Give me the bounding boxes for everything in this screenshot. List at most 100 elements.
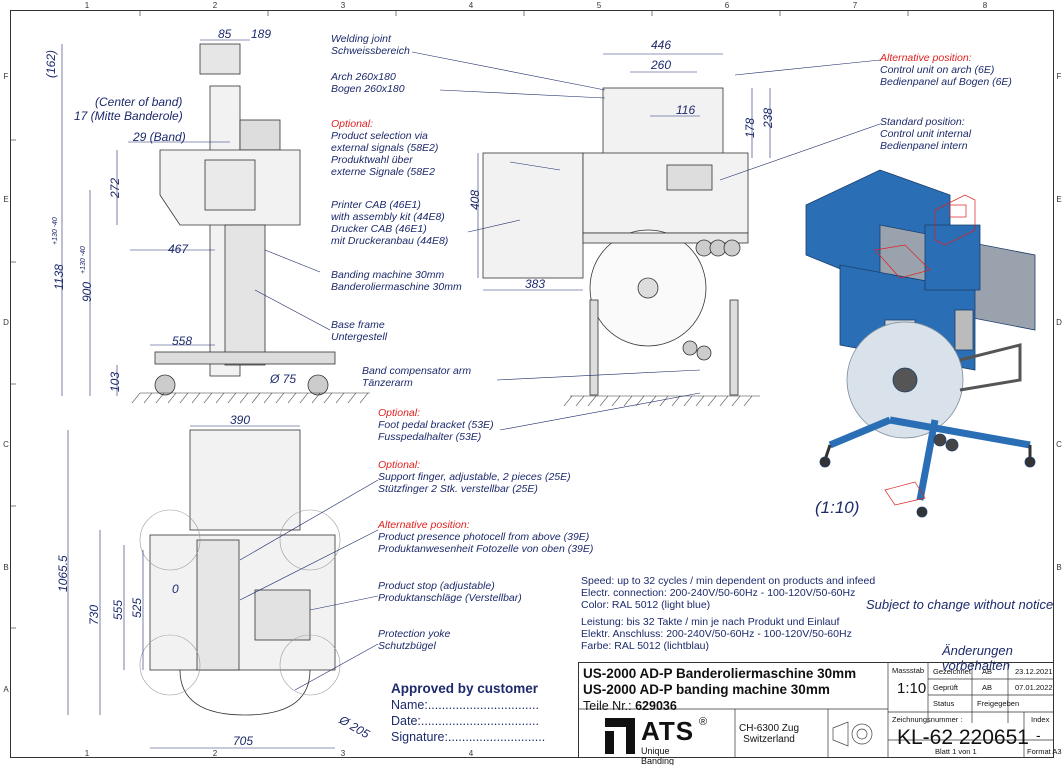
zone-col-1-bottom: 1 [84,749,90,758]
zone-row-A: A [3,685,9,694]
zone-col-5: 5 [596,1,602,10]
label-status: Status [933,699,955,708]
zone-row-B: B [3,563,9,572]
zone-row-C: C [3,440,9,449]
zone-row-D-right: D [1056,318,1062,327]
ats-logo-mark [605,718,635,754]
note-alt-control: Alternative position: Control unit on ar… [880,52,1012,88]
dim-178: 178 [743,117,757,138]
zone-col-2: 2 [212,1,218,10]
note-support-finger: Optional: Support finger, adjustable, 2 … [378,459,571,495]
label-gezeichnet: Gezeichnet [933,667,971,676]
dim-730: 730 [87,604,101,625]
isometric-machine-render [805,169,1036,518]
dim-525: 525 [130,597,144,618]
zone-row-C-right: C [1056,440,1062,449]
spec-english: Speed: up to 32 cycles / min dependent o… [581,575,876,611]
dim-103: 103 [108,371,122,392]
dim-116: 116 [676,103,696,117]
zone-row-E-right: E [1056,195,1062,204]
note-foot-pedal: Optional: Foot pedal bracket (53E)Fusspe… [378,407,494,443]
dim-1138: 1138 [52,264,66,290]
dim-0: 0 [172,582,179,596]
zone-col-1: 1 [84,1,90,10]
title-english: US-2000 AD-P banding machine 30mm [583,682,830,697]
paper-format: Format A3 [1027,747,1062,756]
checked-by: AB [982,683,993,692]
ats-logo-registered: ® [699,716,708,728]
zone-col-7: 7 [852,1,858,10]
dim-1138-tolerance: +130 -40 [52,217,59,245]
approval-name-field: Name:................................ [391,698,539,712]
approval-date-field: Date:.................................. [391,714,539,728]
zone-col-4-bottom: 4 [468,749,474,758]
zone-col-6: 6 [724,1,730,10]
status-value: Freigegeben [977,699,1020,708]
zone-col-4: 4 [468,1,474,10]
zone-row-F: F [3,72,9,81]
sheet-count: Blatt 1 von 1 [935,747,977,756]
title-block: US-2000 AD-P Banderoliermaschine 30mm US… [578,662,1062,765]
approval-block: Approved by customer Name:..............… [391,681,581,745]
label-massstab: Massstab [892,666,925,675]
center-band-de: 17 (Mitte Banderole) [74,109,183,123]
dim-555: 555 [111,599,125,620]
zone-row-E: E [3,195,9,204]
dim-272: 272 [108,177,122,198]
part-number: 629036 [635,699,677,713]
label-geprueft: Geprüft [933,683,959,692]
dim-75: Ø 75 [270,372,297,386]
zone-row-B-right: B [1056,563,1062,572]
note-standard-position: Standard position:Control unit internal … [880,116,972,152]
dim-383: 383 [525,277,546,291]
scale-value: 1:10 [897,680,927,697]
dim-900: 900 [80,281,94,302]
dim-408: 408 [468,189,482,210]
label-zeichnungsnummer: Zeichnungsnummer : [892,715,963,724]
drawn-date: 23.12.2021 [1015,667,1053,676]
dim-85: 85 [218,27,232,41]
dim-162: (162) [44,49,58,78]
dim-467: 467 [168,242,189,256]
ats-logo: ATS ® Unique Banding [603,716,707,765]
dim-705: 705 [233,734,254,748]
view-scale-note: (1:10) [815,498,860,517]
title-main: US-2000 AD-P Banderoliermaschine 30mm US… [583,666,856,714]
zone-col-8: 8 [982,1,988,10]
approval-signature-field: Signature:............................ [391,730,546,744]
dim-1065-5: 1065.5 [56,555,70,592]
zone-row-D: D [3,318,9,327]
drawn-by: AB [982,667,993,676]
dim-189: 189 [251,27,272,41]
dim-238: 238 [761,107,775,128]
part-number-line: Teile Nr.: 629036 [583,699,677,713]
dim-558: 558 [172,334,193,348]
note-printer: Printer CAB (46E1)with assembly kit (44E… [331,199,449,247]
note-photocell: Alternative position: Product presence p… [378,519,594,555]
zone-col-2-bottom: 2 [212,749,218,758]
index-value: - [1036,727,1041,743]
dim-446: 446 [651,38,672,52]
dim-260: 260 [651,58,672,72]
ats-logo-tagline: Unique Banding [641,746,675,765]
zone-row-F-right: F [1056,72,1062,81]
projection-symbol [832,721,873,747]
checked-date: 07.01.2022 [1015,683,1053,692]
drawing-number: KL-62 220651 [897,726,1029,749]
approval-heading: Approved by customer [391,681,539,696]
center-band-en: (Center of band) [95,95,183,109]
title-german: US-2000 AD-P Banderoliermaschine 30mm [583,666,857,681]
dim-390: 390 [230,413,251,427]
zone-col-3-bottom: 3 [340,749,346,758]
band-29: 29 (Band) [133,130,186,144]
